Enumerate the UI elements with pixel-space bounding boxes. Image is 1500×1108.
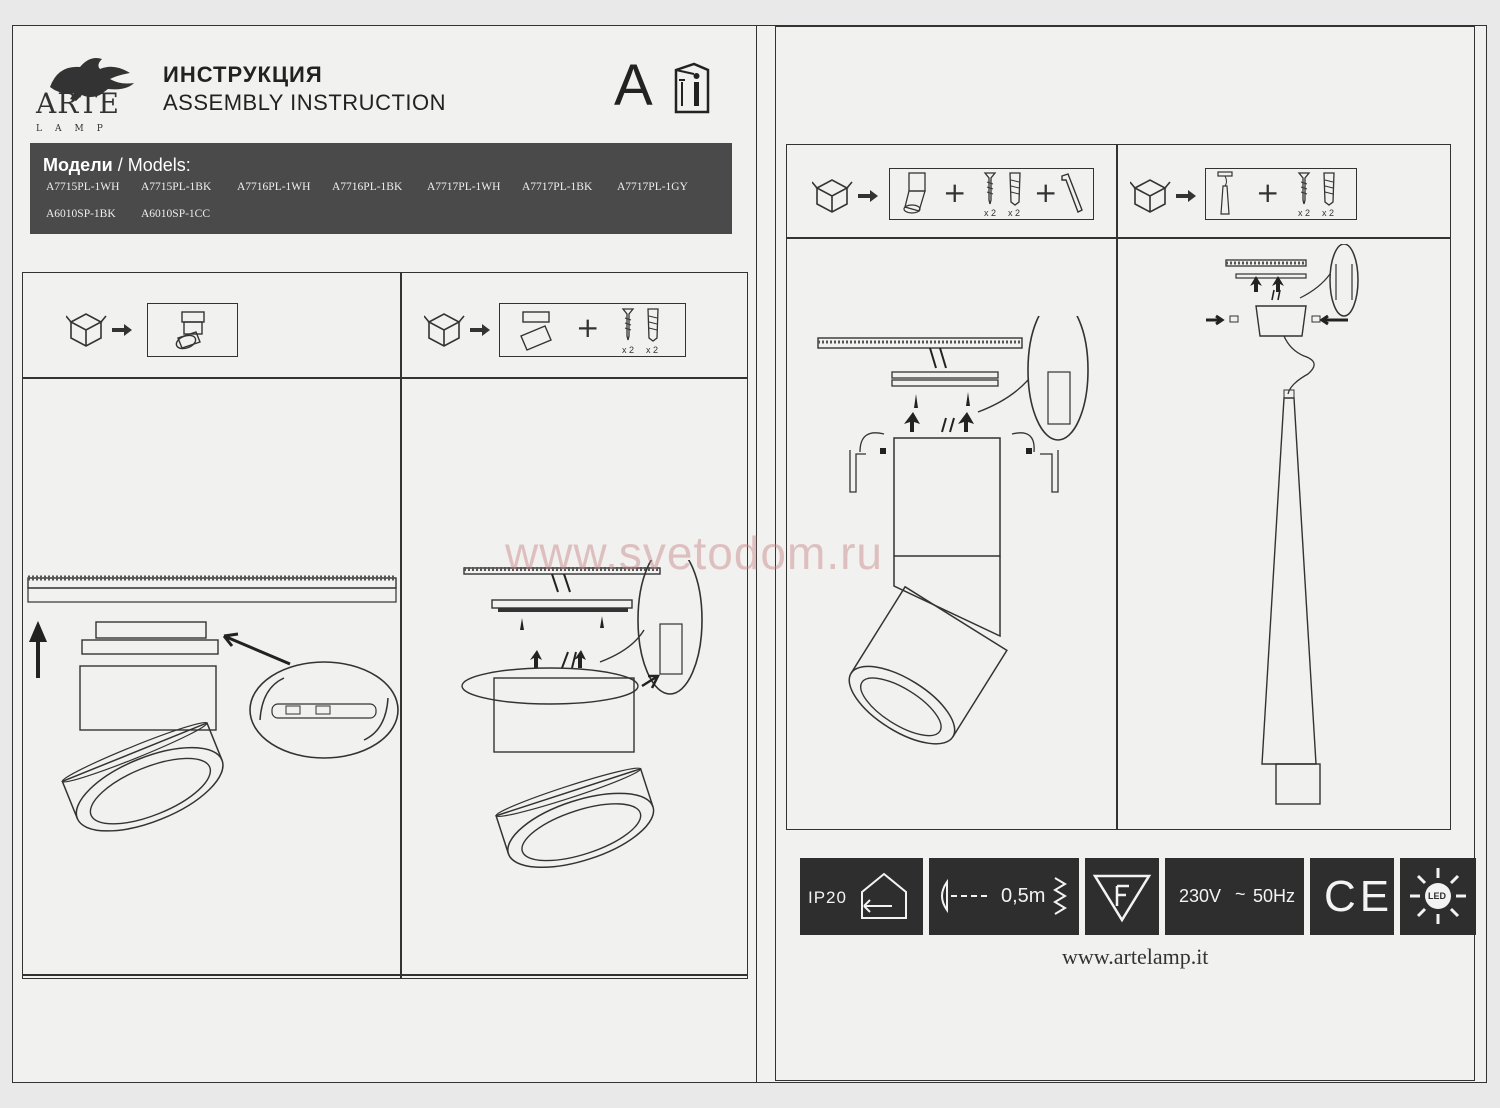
step-panel-surface-mount	[22, 272, 402, 979]
led-sun-icon	[1410, 868, 1466, 924]
f-mark-icon	[1092, 874, 1152, 923]
models-band: Модели / Models: A7715PL-1WH A7715PL-1BK…	[30, 143, 732, 234]
screw-quantity: x 2	[1298, 208, 1311, 218]
spec-power: 230V ~ 50Hz	[1165, 858, 1304, 935]
watermark: www.svetodom.ru	[505, 527, 884, 579]
plus-sign: +	[576, 311, 600, 344]
contents-box-4	[1205, 168, 1357, 220]
step-header-divider	[22, 377, 748, 379]
model-item: A6010SP-1CC	[141, 208, 211, 220]
spec-ip-rating: IP20	[800, 858, 923, 935]
model-item: A7717PL-1GY	[617, 181, 688, 193]
model-item: A7715PL-1BK	[141, 181, 212, 193]
box-open-icon	[1130, 176, 1200, 216]
right-step-header-divider	[786, 237, 1451, 239]
screw-icon	[620, 306, 636, 342]
contents-box-2	[499, 303, 686, 357]
plus-sign: +	[943, 176, 967, 209]
spec-f-mark	[1085, 858, 1159, 935]
screw-quantity: x 2	[622, 345, 635, 355]
plus-sign: +	[1256, 176, 1280, 209]
box-open-icon	[812, 176, 882, 216]
angled-spotlight-drawing	[800, 316, 1100, 776]
model-item: A7716PL-1BK	[332, 181, 403, 193]
ceiling-spotlight-drawing	[402, 560, 748, 880]
website-link[interactable]: www.artelamp.it	[1062, 944, 1209, 969]
wall-anchor-icon	[1006, 170, 1024, 206]
pendant-lamp-drawing	[1200, 244, 1360, 814]
spotlight-part-icon	[170, 308, 220, 353]
screw-icon	[1296, 170, 1312, 206]
plus-sign: +	[1034, 176, 1058, 209]
left-page-frame	[12, 25, 757, 1083]
anchor-quantity: x 2	[1322, 208, 1335, 218]
wall-anchor-icon	[1320, 170, 1338, 206]
anchor-quantity: x 2	[1008, 208, 1021, 218]
model-item: A7717PL-1BK	[522, 181, 593, 193]
brand-sub: LAMP	[36, 124, 116, 134]
indoor-house-icon	[861, 872, 907, 919]
model-item: A7716PL-1WH	[237, 181, 311, 193]
title-english: ASSEMBLY INSTRUCTION	[163, 90, 447, 115]
ce-mark-icon: CE	[1324, 872, 1394, 921]
model-item: A6010SP-1BK	[46, 208, 116, 220]
model-item: A7715PL-1WH	[46, 181, 120, 193]
step-panel-pendant-mount	[400, 272, 748, 979]
model-item: A7717PL-1WH	[427, 181, 501, 193]
right-step-frame	[786, 144, 1451, 830]
spotlight-distance-icon	[941, 877, 1067, 915]
brand-logo: ARTE LAMP	[30, 45, 150, 135]
spec-ce-mark: CE	[1310, 858, 1394, 935]
wall-anchor-icon	[644, 306, 662, 342]
box-open-icon	[424, 310, 494, 350]
brand-name: ARTE	[36, 87, 120, 120]
instruction-book-icon	[672, 62, 712, 117]
screw-icon	[982, 170, 998, 206]
track-spotlight-drawing	[24, 570, 400, 870]
contents-box-3	[889, 168, 1094, 220]
right-page-inner-frame	[775, 26, 1475, 1081]
manual-letter: A	[614, 53, 653, 118]
spec-led: LED	[1400, 858, 1476, 935]
spec-min-distance: 0,5m	[929, 858, 1079, 935]
models-heading: Модели / Models:	[43, 155, 191, 175]
contents-box-1	[147, 303, 238, 357]
screw-quantity: x 2	[984, 208, 997, 218]
title-russian: ИНСТРУКЦИЯ	[163, 62, 323, 87]
spotlight-part-icon	[513, 308, 563, 353]
right-step-column-divider	[1116, 144, 1118, 830]
angled-spotlight-part-icon	[897, 171, 937, 217]
box-open-icon	[66, 310, 136, 350]
step-bottom-divider	[22, 974, 748, 976]
griffin-logo-icon	[50, 58, 134, 101]
hex-key-icon	[1058, 172, 1086, 214]
anchor-quantity: x 2	[646, 345, 659, 355]
pendant-part-icon	[1214, 170, 1238, 218]
